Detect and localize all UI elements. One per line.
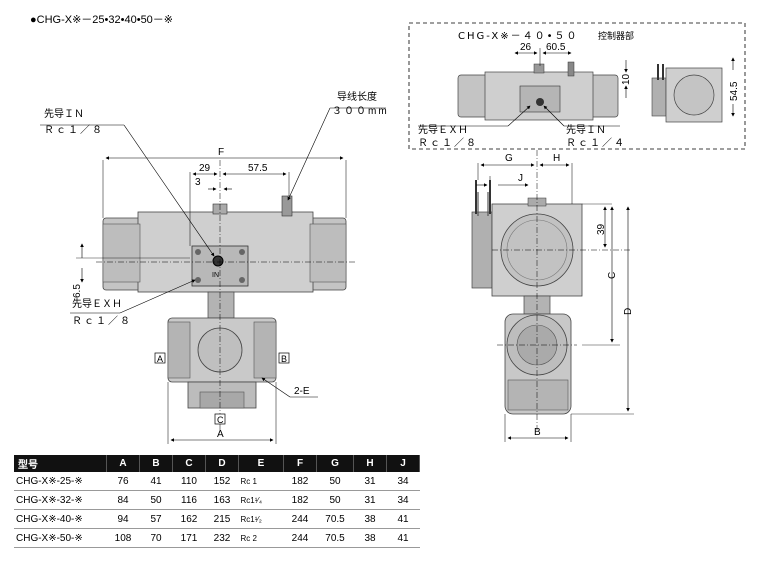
cell: CHG-X※-50-※ <box>14 528 107 548</box>
table-header-row: 型号 A B C D E F G H J <box>14 455 420 472</box>
col-header: C <box>172 455 206 472</box>
cell: 152 <box>205 472 239 491</box>
ctrl-pilot-in-label: 先导ＩＮ <box>566 124 606 136</box>
dim-26: 26 <box>520 42 532 53</box>
pilot-exh-label: 先导ＥＸＨ <box>72 298 122 310</box>
cell: Rc1¹⁄₄ <box>238 490 284 510</box>
ctrl-pilot-exh-port: Ｒｃ１／８ <box>418 137 478 149</box>
cell: 163 <box>205 490 239 510</box>
cell: 70 <box>139 528 173 548</box>
cell: 116 <box>172 490 206 510</box>
pilot-exh-port: Ｒｃ１／８ <box>72 315 132 327</box>
pilot-in-label: 先导ＩＮ <box>44 108 84 120</box>
cell: 182 <box>283 472 317 491</box>
dim-B: B <box>534 427 541 438</box>
cell: 244 <box>283 528 317 548</box>
col-header: J <box>386 455 420 472</box>
cell: 34 <box>386 490 420 510</box>
dim-60-5: 60.5 <box>546 42 566 53</box>
port-C: C <box>217 415 224 425</box>
lead-length-label: 导线长度 <box>337 90 377 103</box>
col-header: B <box>139 455 173 472</box>
cell: 38 <box>353 528 387 548</box>
cell: 38 <box>353 509 387 529</box>
dim-57-5: 57.5 <box>248 163 268 174</box>
cell: 57 <box>139 509 173 529</box>
cell: Rc1¹⁄₂ <box>238 509 284 529</box>
cell: 244 <box>283 509 317 529</box>
cell: 182 <box>283 490 317 510</box>
cell: 215 <box>205 509 239 529</box>
controller-subtitle: 控制器部 <box>598 30 634 41</box>
col-header: A <box>106 455 140 472</box>
cell: 41 <box>386 509 420 529</box>
dimension-table: 型号 A B C D E F G H J CHG-X※-25-※ 76 41 1… <box>14 455 420 548</box>
cell: Rc 2 <box>238 528 284 548</box>
cell: 31 <box>353 472 387 491</box>
dim-29: 29 <box>199 163 211 174</box>
cell: 110 <box>172 472 206 491</box>
dim-G: G <box>505 153 513 164</box>
cell: 94 <box>106 509 140 529</box>
dim-6-5: 6.5 <box>72 284 83 298</box>
dim-A: A <box>217 429 224 440</box>
col-header: D <box>205 455 239 472</box>
dim-54-5: 54.5 <box>729 81 740 101</box>
controller-detail-box: CHG-X※－４０•５０ 控制器部 26 60.5 10 54.5 先导ＥＸＨ … <box>408 22 746 150</box>
ctrl-pilot-in-port: Ｒｃ１／４ <box>566 137 626 149</box>
cell: 50 <box>316 472 354 491</box>
col-header: G <box>316 455 354 472</box>
cell: CHG-X※-40-※ <box>14 509 107 529</box>
cell: 31 <box>353 490 387 510</box>
in-mark: IN <box>212 272 219 279</box>
cell: 50 <box>316 490 354 510</box>
side-view: G H J 39 C D B <box>471 150 634 442</box>
lead-length-value: ３００mm <box>332 106 389 117</box>
cell: 76 <box>106 472 140 491</box>
dim-10: 10 <box>621 73 632 85</box>
table-row: CHG-X※-50-※ 108 70 171 232 Rc 2 244 70.5… <box>14 528 420 548</box>
dim-39: 39 <box>596 223 607 235</box>
cell: 70.5 <box>316 528 354 548</box>
cell: 50 <box>139 490 173 510</box>
col-header: E <box>238 455 284 472</box>
cell: 34 <box>386 472 420 491</box>
cell: 70.5 <box>316 509 354 529</box>
dim-H: H <box>553 153 560 164</box>
controller-title: CHG-X※－４０•５０ <box>458 31 579 42</box>
cell: 41 <box>139 472 173 491</box>
dim-3: 3 <box>195 177 201 188</box>
drawing-title: ●CHG-X※－25•32•40•50－※ <box>30 14 173 26</box>
cell: 41 <box>386 528 420 548</box>
table-row: CHG-X※-25-※ 76 41 110 152 Rc 1 182 50 31… <box>14 472 420 491</box>
cell: 108 <box>106 528 140 548</box>
cell: 84 <box>106 490 140 510</box>
dim-2-E: 2-E <box>294 386 310 397</box>
dim-C: C <box>607 272 618 279</box>
cell: Rc 1 <box>238 472 284 491</box>
cell: 162 <box>172 509 206 529</box>
col-header: H <box>353 455 387 472</box>
dim-J: J <box>518 173 523 184</box>
cell: CHG-X※-32-※ <box>14 490 107 510</box>
col-header: 型号 <box>14 455 107 472</box>
cell: 232 <box>205 528 239 548</box>
table-row: CHG-X※-32-※ 84 50 116 163 Rc1¹⁄₄ 182 50 … <box>14 490 420 510</box>
ctrl-pilot-exh-label: 先导ＥＸＨ <box>418 124 468 136</box>
front-view: IN F 29 57.5 3 6.5 <box>40 90 389 444</box>
port-B: B <box>281 354 287 364</box>
dim-F: F <box>218 147 224 158</box>
pilot-in-port: Ｒｃ１／８ <box>44 124 104 136</box>
port-A: A <box>157 354 163 364</box>
cell: 171 <box>172 528 206 548</box>
cell: CHG-X※-25-※ <box>14 472 107 491</box>
dim-D: D <box>623 308 634 315</box>
col-header: F <box>283 455 317 472</box>
table-row: CHG-X※-40-※ 94 57 162 215 Rc1¹⁄₂ 244 70.… <box>14 509 420 529</box>
